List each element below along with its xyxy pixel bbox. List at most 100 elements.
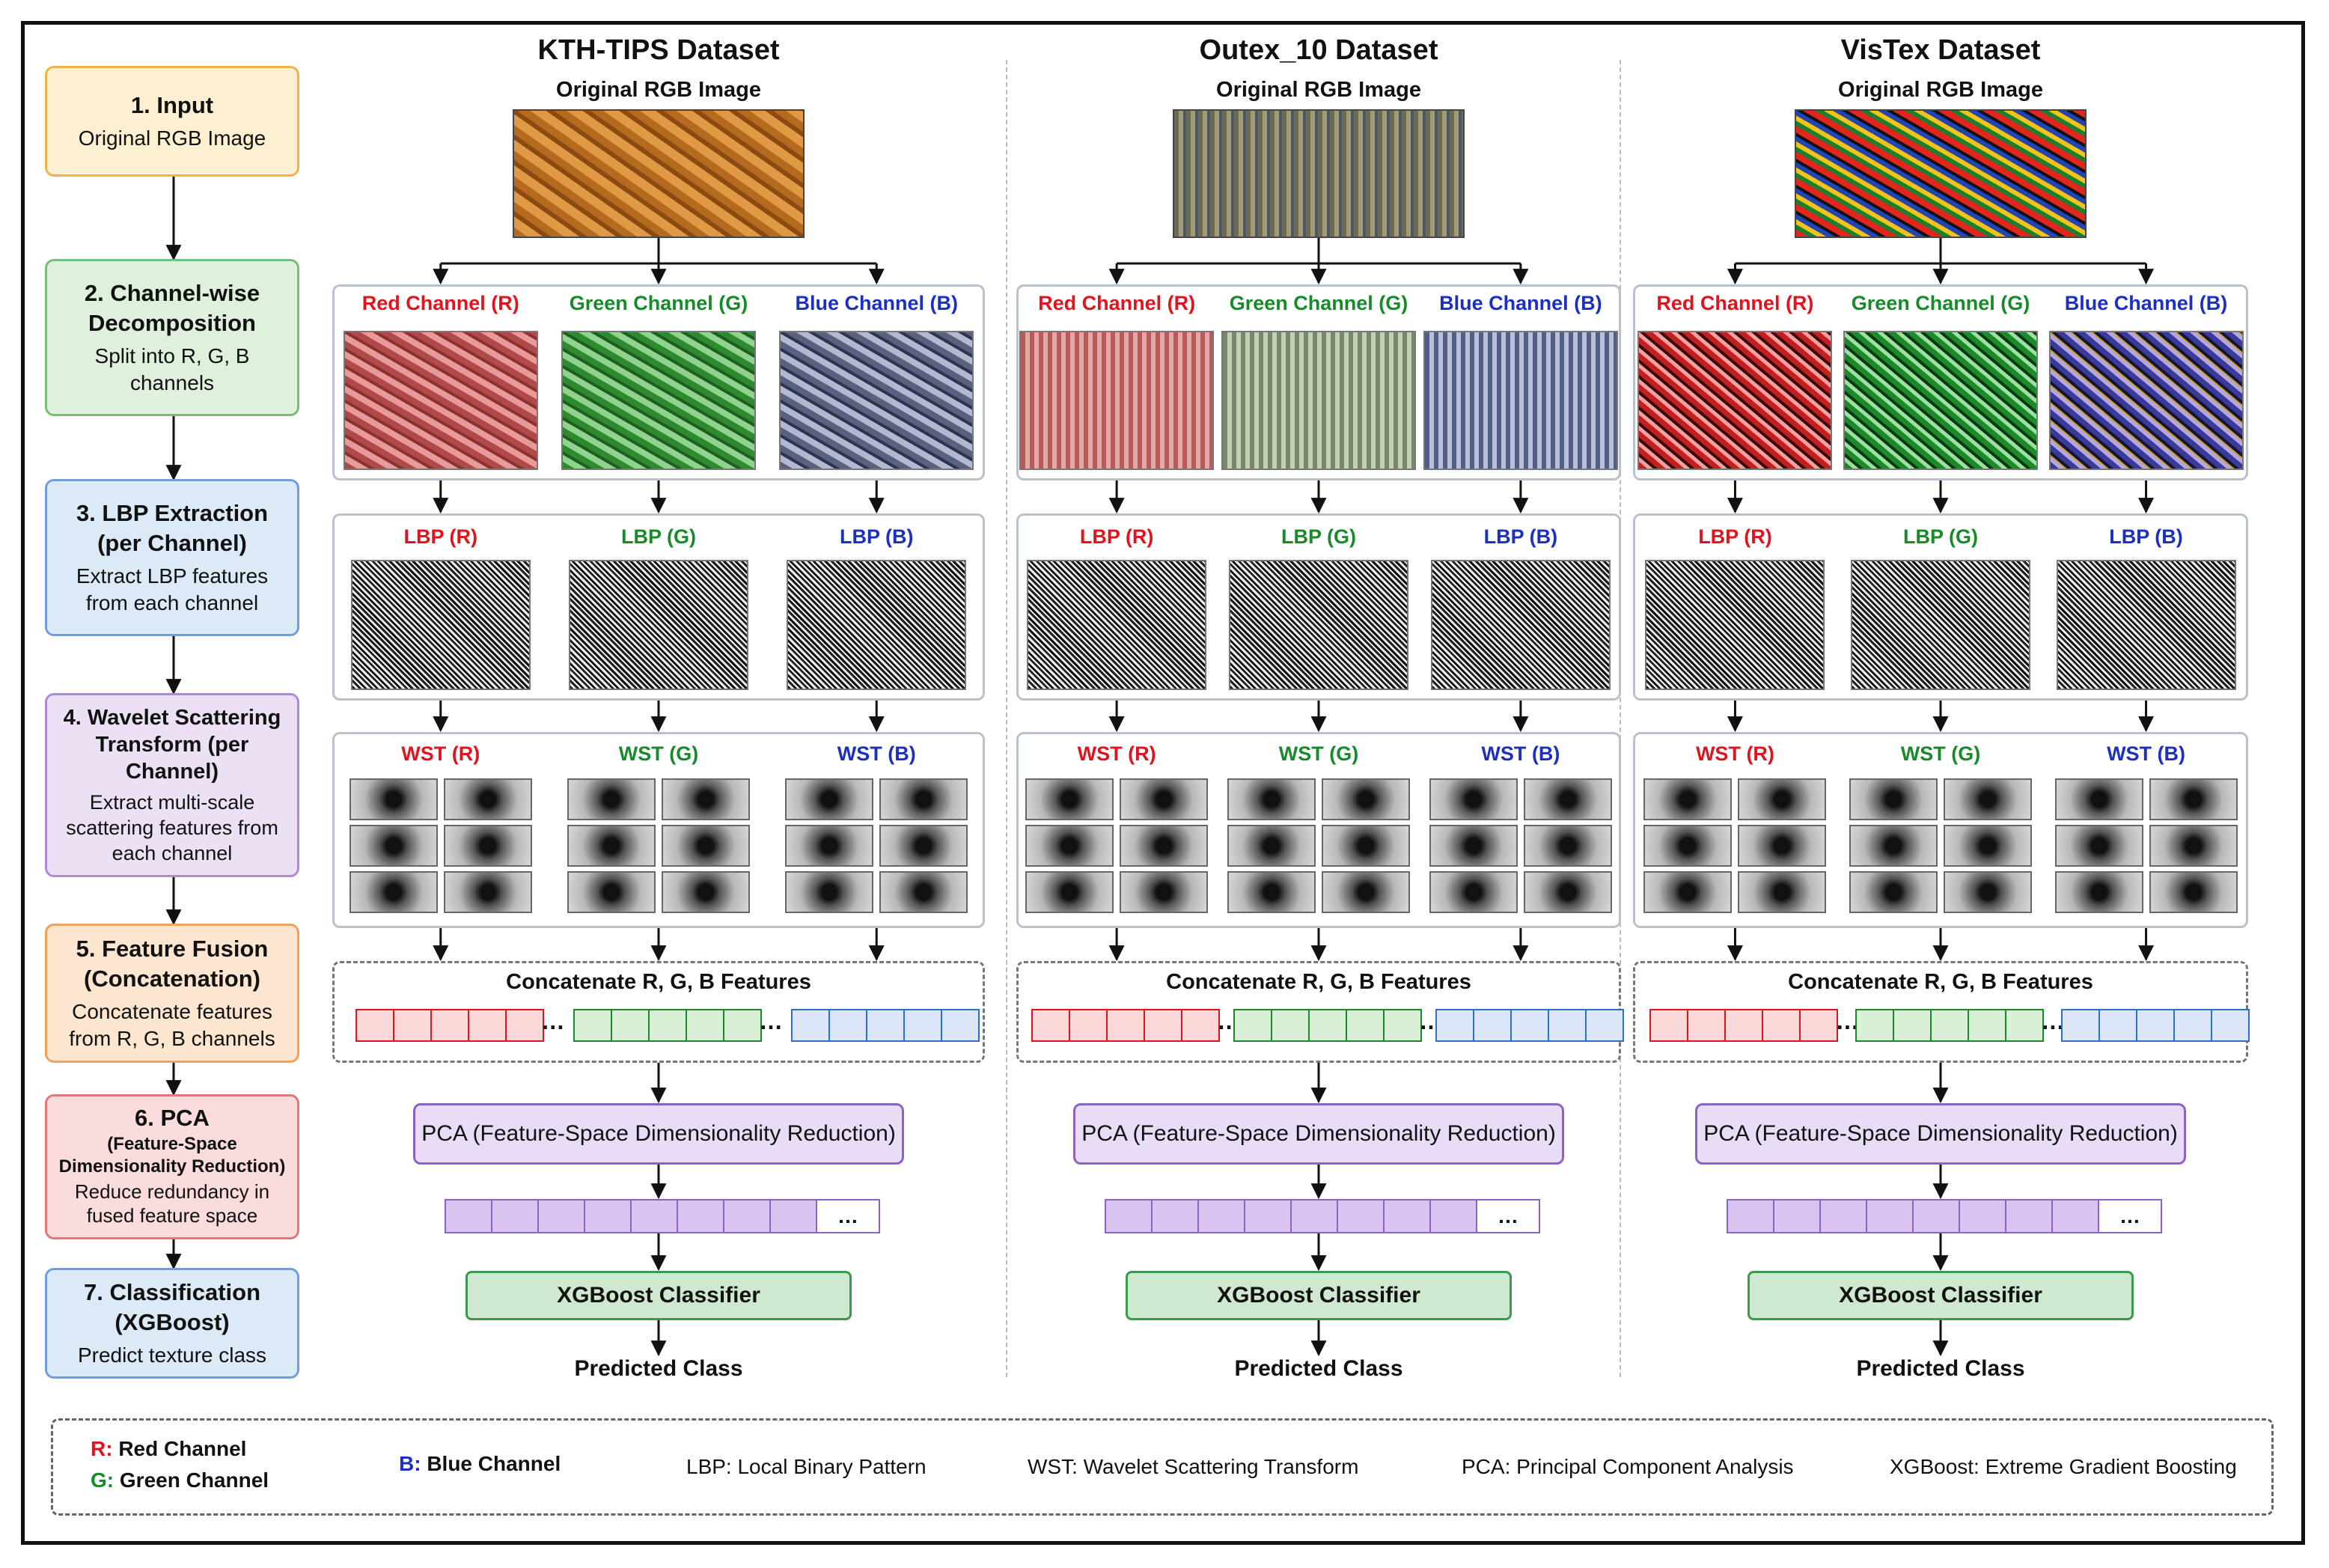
wst-tile — [349, 871, 438, 913]
wst-tile — [1120, 825, 1209, 867]
feature-cell — [941, 1009, 980, 1042]
wst-tile — [1429, 825, 1518, 867]
legend-key: G: — [91, 1468, 115, 1492]
wst-tile — [1944, 871, 2032, 913]
feature-cell — [355, 1009, 394, 1042]
feature-vector-red — [355, 1009, 544, 1042]
dataset-title: VisTex Dataset — [1840, 34, 2041, 66]
reduced-cell — [537, 1199, 585, 1233]
step-subtitle: (Feature-Space Dimensionality Reduction) — [58, 1134, 286, 1177]
feature-cell — [1724, 1009, 1764, 1042]
reduced-cell — [2005, 1199, 2053, 1233]
wst-tile — [1120, 778, 1209, 820]
feature-cell — [1472, 1009, 1512, 1042]
wst-tile — [1849, 825, 1938, 867]
feature-cell — [1510, 1009, 1549, 1042]
reduced-cell — [445, 1199, 492, 1233]
wst-tile — [443, 825, 532, 867]
feature-cell — [2173, 1009, 2212, 1042]
legend: R: Red Channel G: Green Channel B: Blue … — [51, 1418, 2274, 1516]
legend-pca: PCA: Principal Component Analysis — [1462, 1455, 1794, 1478]
legend-lbp: LBP: Local Binary Pattern — [686, 1455, 927, 1478]
wst-tile — [1643, 825, 1733, 867]
channel-label: Green Channel (G) — [1851, 292, 2030, 314]
wst-tile — [1227, 825, 1316, 867]
feature-cell — [1346, 1009, 1385, 1042]
feature-cell — [648, 1009, 687, 1042]
dataset-title: Outex_10 Dataset — [1199, 34, 1438, 66]
wst-tile — [1738, 871, 1827, 913]
step-title: 6. PCA — [135, 1105, 210, 1131]
lbp-label: LBP (G) — [1903, 525, 1978, 548]
wst-tile — [349, 825, 438, 867]
predicted-class-label: Predicted Class — [1234, 1356, 1403, 1381]
wst-tile — [2149, 871, 2238, 913]
reduced-cell — [1383, 1199, 1431, 1233]
wst-tile — [1120, 871, 1209, 913]
step-feature-fusion: 5. Feature Fusion (Concatenation) Concat… — [45, 924, 299, 1063]
wst-tile — [1944, 778, 2032, 820]
feature-vector-red — [1031, 1009, 1221, 1042]
feature-cell — [1031, 1009, 1071, 1042]
reduced-cell — [630, 1199, 678, 1233]
feature-cell — [791, 1009, 831, 1042]
channel-image — [1423, 331, 1618, 470]
step-desc: Predict texture class — [77, 1343, 267, 1367]
lbp-image — [2056, 560, 2236, 690]
wst-tile — [1025, 825, 1114, 867]
original-image — [1173, 109, 1465, 238]
feature-cell — [2135, 1009, 2175, 1042]
feature-cell — [723, 1009, 762, 1042]
step-title: 2. Channel-wise Decomposition — [84, 280, 260, 336]
reduced-ellipsis: … — [816, 1199, 880, 1233]
channel-image — [2048, 331, 2244, 470]
feature-cell — [828, 1009, 868, 1042]
step-desc: Concatenate features from R, G, B channe… — [69, 1000, 275, 1050]
wst-tile — [1643, 778, 1733, 820]
feature-cell — [1144, 1009, 1183, 1042]
feature-cell — [1181, 1009, 1221, 1042]
legend-text: Blue Channel — [427, 1452, 561, 1475]
legend-text: Green Channel — [119, 1468, 269, 1492]
feature-cell — [686, 1009, 724, 1042]
wst-panel — [1633, 732, 2248, 928]
wst-label: WST (R) — [401, 742, 480, 765]
wst-tile — [1429, 778, 1518, 820]
feature-cell — [1308, 1009, 1347, 1042]
wst-label: WST (B) — [2107, 742, 2186, 765]
channel-label: Red Channel (R) — [361, 292, 519, 314]
pca-box: PCA (Feature-Space Dimensionality Reduct… — [1073, 1103, 1564, 1165]
feature-vector-red — [1649, 1009, 1839, 1042]
wst-tile — [1849, 778, 1938, 820]
step-pca: 6. PCA (Feature-Space Dimensionality Red… — [45, 1094, 299, 1239]
step-desc: Reduce redundancy in fused feature space — [74, 1180, 270, 1227]
feature-vector-blue — [1435, 1009, 1624, 1042]
legend-red: R: Red Channel — [91, 1437, 246, 1461]
wst-panel — [332, 732, 985, 928]
feature-cell — [573, 1009, 612, 1042]
legend-wst: WST: Wavelet Scattering Transform — [1028, 1455, 1359, 1478]
reduced-cell — [1959, 1199, 2006, 1233]
wst-label: WST (R) — [1077, 742, 1156, 765]
feature-cell — [2098, 1009, 2137, 1042]
wst-tile — [1322, 825, 1410, 867]
wst-tile — [1523, 778, 1612, 820]
wst-label: WST (G) — [618, 742, 699, 765]
step-title: 7. Classification (XGBoost) — [83, 1279, 261, 1335]
legend-xgb: XGBoost: Extreme Gradient Boosting — [1890, 1455, 2237, 1478]
wst-tile — [2054, 871, 2143, 913]
concat-label: Concatenate R, G, B Features — [1788, 970, 2093, 994]
wst-tile — [785, 778, 874, 820]
step-desc: Original RGB Image — [78, 126, 266, 150]
lbp-label: LBP (B) — [2109, 525, 2183, 548]
reduced-cell — [769, 1199, 817, 1233]
channel-label: Blue Channel (B) — [2064, 292, 2228, 314]
wst-tile — [785, 825, 874, 867]
wst-tile — [1849, 871, 1938, 913]
pca-box: PCA (Feature-Space Dimensionality Reduct… — [1695, 1103, 2186, 1165]
reduced-cell — [1429, 1199, 1477, 1233]
wst-tile — [2054, 825, 2143, 867]
feature-cell — [1799, 1009, 1839, 1042]
feature-cell — [2005, 1009, 2044, 1042]
step-input: 1. Input Original RGB Image — [45, 66, 299, 177]
